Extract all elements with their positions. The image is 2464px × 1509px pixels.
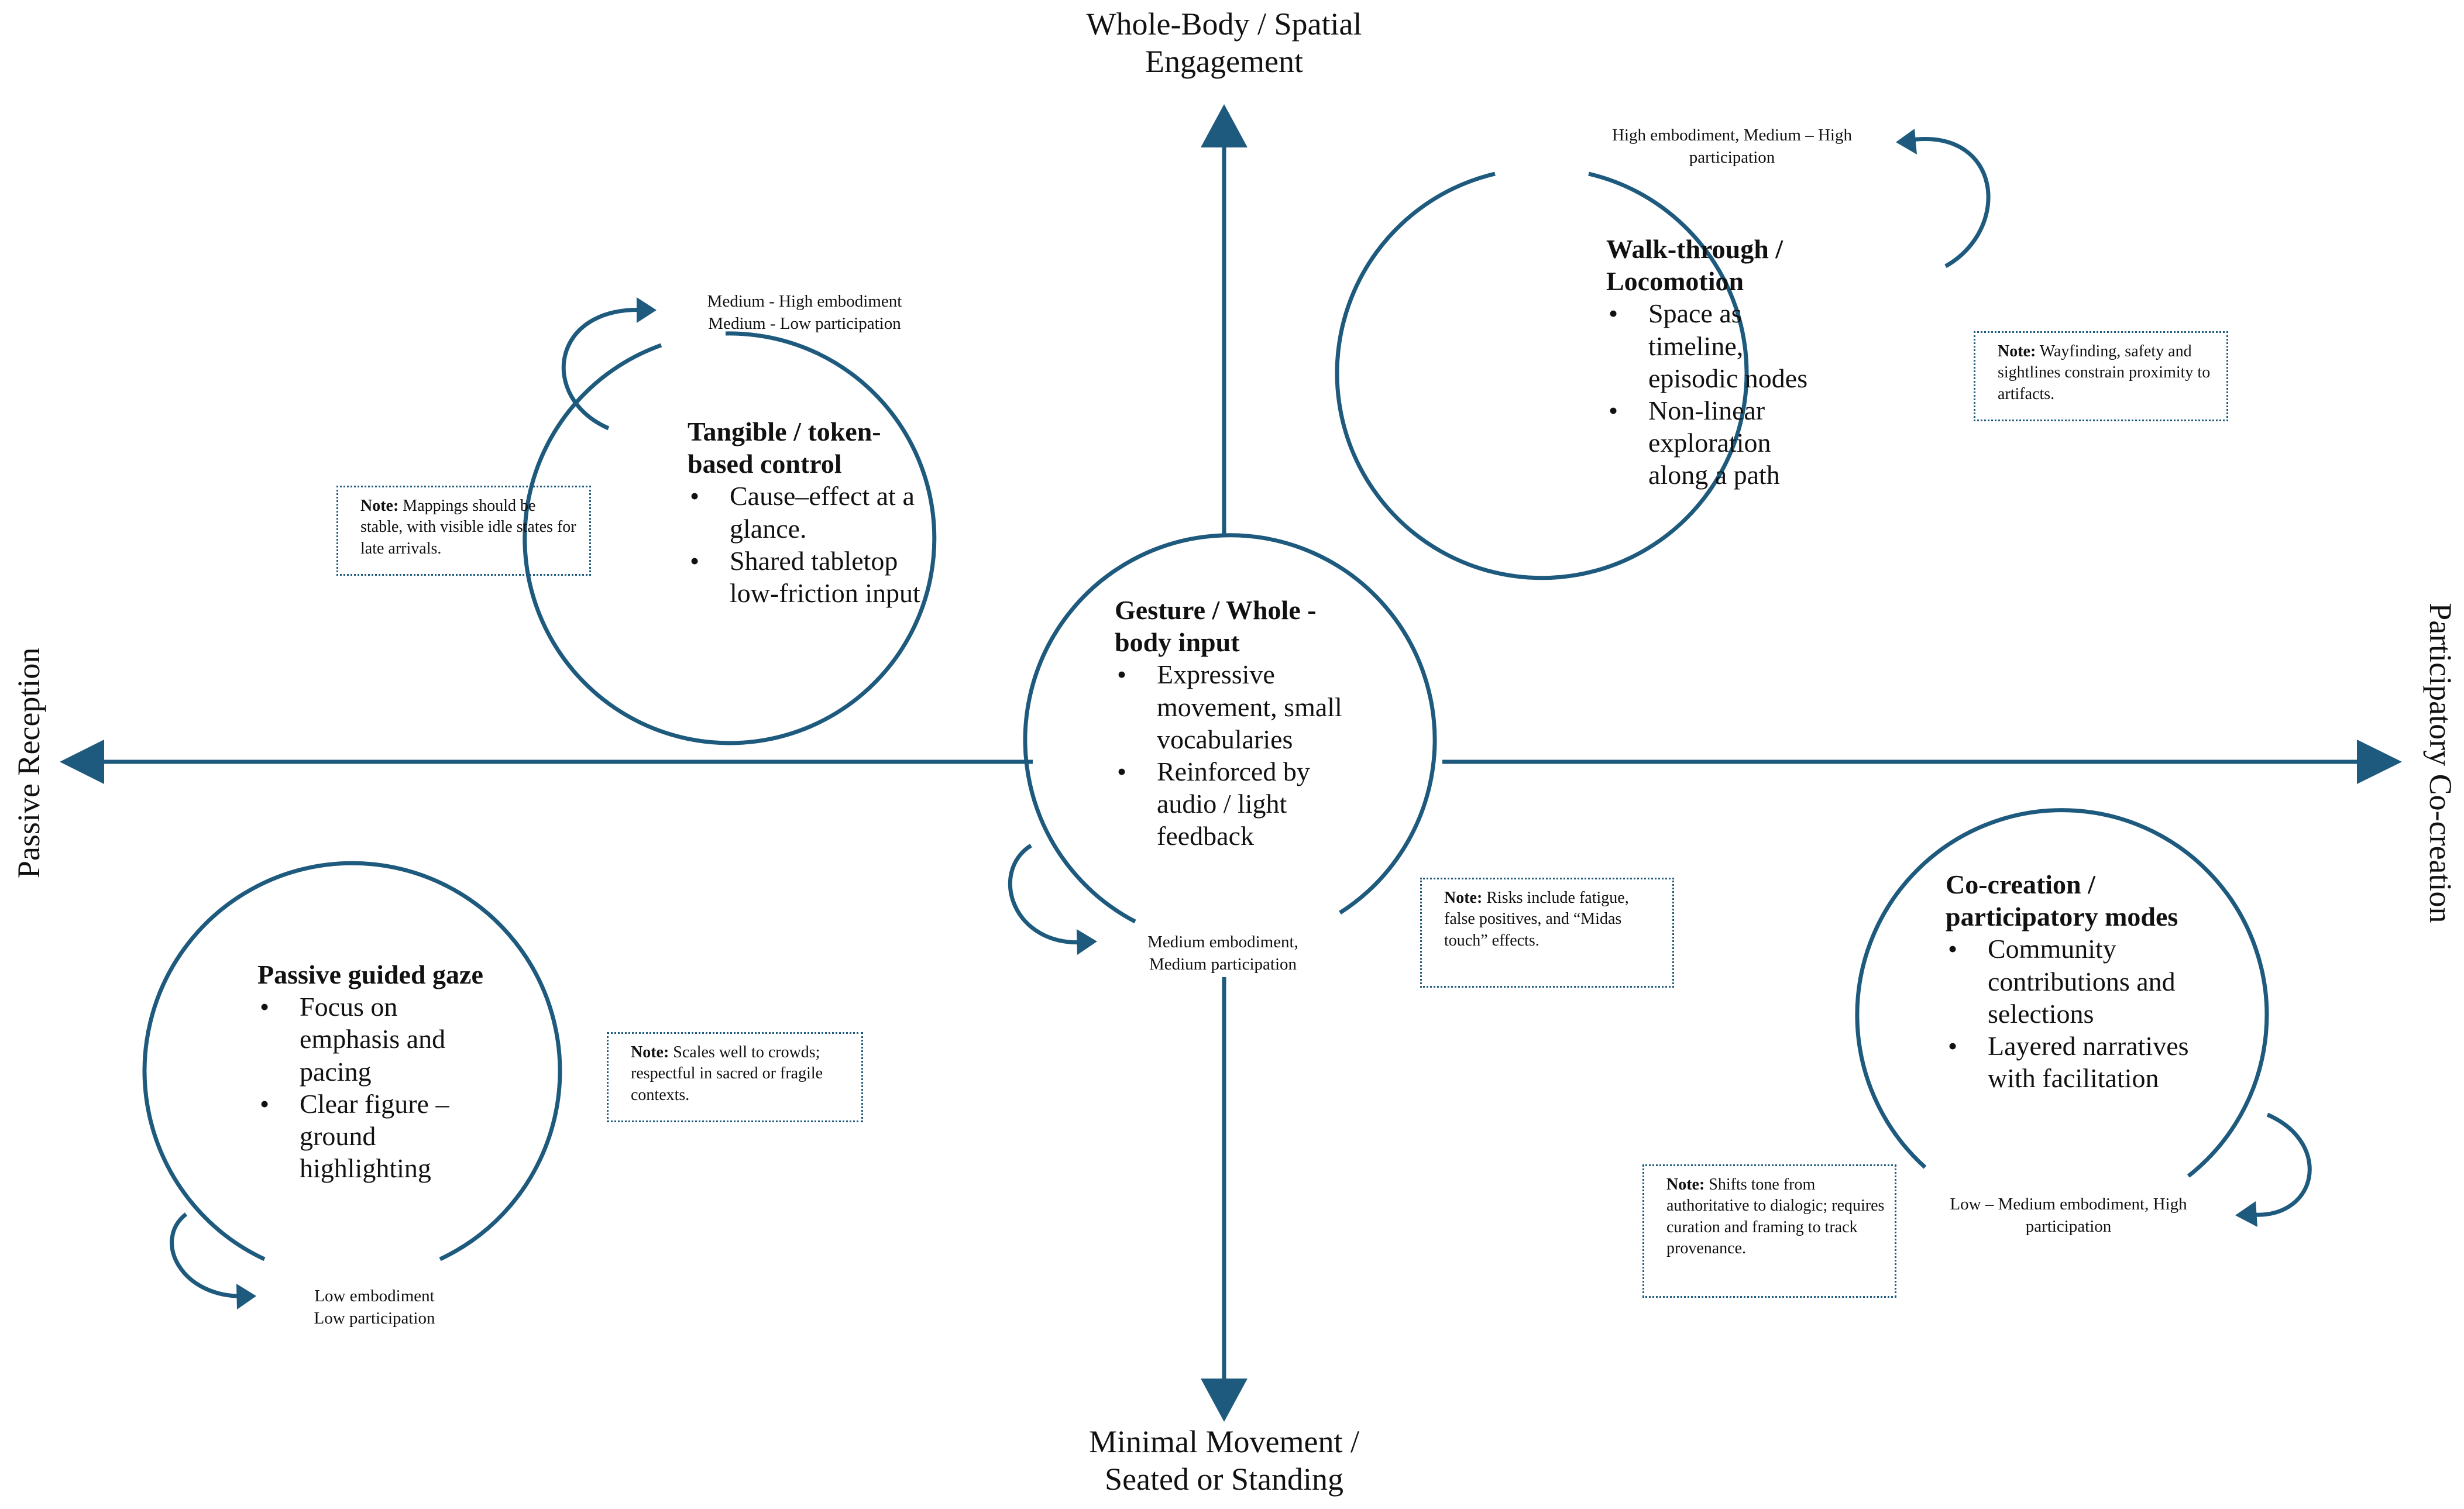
mode-passive-level: Low embodiment Low participation	[314, 1287, 435, 1328]
list-item: Layered narratives with facilitation	[1946, 1030, 2197, 1094]
axis-label-top: Whole-Body / Spatial Engagement	[1086, 6, 1362, 79]
mode-bullets: Community contributions and selections L…	[1946, 933, 2197, 1094]
list-item: Focus on emphasis and pacing	[257, 991, 503, 1088]
mode-tangible-text: Tangible / token-based control Cause–eff…	[688, 415, 945, 609]
arrow-head-icon	[236, 1284, 256, 1309]
curved-arrow-icon	[1008, 844, 1086, 944]
mode-bullets: Focus on emphasis and pacing Clear figur…	[257, 991, 503, 1184]
arrow-head-icon	[1201, 104, 1248, 147]
mode-title: Walk-through / Locomotion	[1606, 234, 1783, 297]
mode-title: Passive guided gaze	[257, 960, 483, 989]
mode-tangible-level: Medium - High embodiment Medium - Low pa…	[707, 292, 902, 333]
curved-arrow-icon	[2246, 1112, 2312, 1217]
list-item: Community contributions and selections	[1946, 933, 2197, 1030]
circle-gesture	[1023, 533, 1437, 924]
list-item: Cause–effect at a glance.	[688, 480, 945, 544]
axis-label-bottom: Minimal Movement / Seated or Standing	[1089, 1424, 1359, 1497]
mode-bullets: Space as timeline, episodic nodes Non-li…	[1606, 297, 1829, 491]
axis-label-left: Passive Reception	[11, 647, 47, 879]
note-gesture: Note: Risks include fatigue, false posit…	[1420, 878, 1674, 988]
curved-arrow-icon	[170, 1212, 246, 1298]
note-passive: Note: Scales well to crowds; respectful …	[607, 1032, 863, 1122]
arrow-head-icon	[1896, 129, 1917, 154]
arrow-head-icon	[2235, 1201, 2257, 1227]
mode-cocreation-text: Co-creation / participatory modes Commun…	[1946, 868, 2197, 1094]
arrow-head-icon	[2357, 740, 2402, 784]
mode-cocreation-level: Low – Medium embodiment, High participat…	[1950, 1195, 2187, 1236]
list-item: Space as timeline, episodic nodes	[1606, 297, 1829, 394]
list-item: Shared tabletop low-friction input	[688, 545, 945, 609]
list-item: Reinforced by audio / light feedback	[1115, 755, 1346, 853]
arrow-head-icon	[1077, 929, 1097, 955]
note-tangible: Note: Mappings should be stable, with vi…	[336, 486, 591, 576]
mode-gesture-text: Gesture / Whole - body input Expressive …	[1115, 594, 1346, 853]
curved-arrow-icon	[1907, 137, 1991, 269]
note-cocreation: Note: Shifts tone from authoritative to …	[1642, 1164, 1896, 1298]
curved-arrow-icon	[561, 308, 647, 431]
list-item: Expressive movement, small vocabularies	[1115, 658, 1346, 755]
mode-title: Gesture / Whole - body input	[1115, 595, 1317, 658]
arrow-head-icon	[60, 740, 104, 784]
arrow-head-icon	[637, 297, 657, 323]
axis-label-right: Participatory Co-creation	[2422, 603, 2458, 923]
mode-walk-text: Walk-through / Locomotion Space as timel…	[1606, 233, 1829, 491]
note-walk: Note: Wayfinding, safety and sightlines …	[1974, 331, 2228, 421]
list-item: Non-linear exploration along a path	[1606, 394, 1829, 491]
mode-title: Co-creation / participatory modes	[1946, 869, 2178, 932]
circle-cocreation	[1855, 808, 2269, 1178]
mode-passive-text: Passive guided gaze Focus on emphasis an…	[257, 958, 503, 1184]
arrow-head-icon	[1201, 1379, 1248, 1422]
mode-title: Tangible / token-based control	[688, 417, 881, 479]
circle-walk	[1335, 171, 1749, 580]
mode-bullets: Cause–effect at a glance. Shared tableto…	[688, 480, 945, 609]
mode-bullets: Expressive movement, small vocabularies …	[1115, 658, 1346, 852]
circle-passive	[142, 861, 562, 1261]
list-item: Clear figure – ground highlighting	[257, 1088, 503, 1185]
circle-tangible	[523, 331, 937, 745]
mode-gesture-level: Medium embodiment, Medium participation	[1147, 933, 1298, 974]
mode-walk-level: High embodiment, Medium – High participa…	[1612, 126, 1852, 167]
